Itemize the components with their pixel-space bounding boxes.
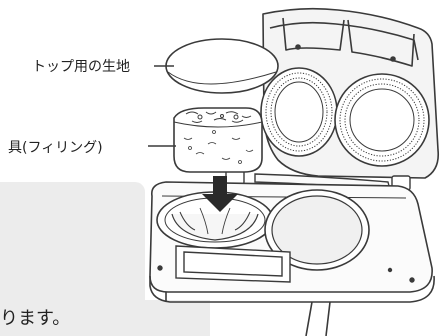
upper-right-well <box>334 73 430 167</box>
gray-panel-strip <box>0 300 210 336</box>
upper-left-well <box>260 67 338 157</box>
top-dough-disc <box>165 38 279 94</box>
leader-lines <box>148 65 176 147</box>
base-right-well <box>264 189 370 271</box>
label-top-dough: トップ用の生地 <box>32 59 130 75</box>
label-filling: 具(フィリング) <box>8 140 103 156</box>
front-slot <box>157 245 415 283</box>
stand-leg <box>305 301 331 336</box>
caption-text: ります。 <box>0 308 71 329</box>
base-left-well <box>156 191 274 249</box>
filling-block <box>173 107 263 173</box>
arrow-down-icon <box>202 176 238 212</box>
